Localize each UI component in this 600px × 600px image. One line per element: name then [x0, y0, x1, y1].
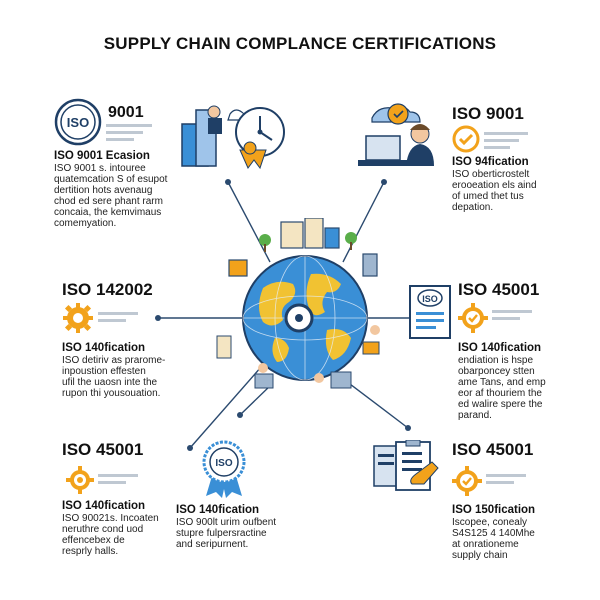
cert-subheading: ISO 140fication	[62, 500, 146, 512]
iso-badge-icon: ISO	[202, 440, 246, 498]
gear-icon	[66, 466, 94, 494]
cert-subheading: ISO 140fication	[176, 504, 260, 516]
cert-block-top-left: 9001 ISO 9001 Ecasion ISO 9001 s. intour…	[54, 104, 167, 229]
cert-heading: ISO 142002	[62, 280, 153, 299]
cert-heading: 9001	[108, 104, 144, 121]
gear-icon	[63, 303, 93, 333]
cert-description: ISO 9001 s. intouree quatemcation S of e…	[54, 163, 168, 229]
iso-document-label: ISO	[422, 294, 438, 304]
iso-badge-label: ISO	[215, 458, 232, 469]
cert-heading: ISO 45001	[62, 440, 144, 459]
cert-subheading: ISO 9001 Ecasion	[54, 150, 150, 162]
text-lines-decoration	[492, 310, 532, 326]
cert-subheading: ISO 150fication	[452, 504, 536, 516]
cert-block-top-right: ISO 9001 ISO 94fication ISO oberticroste…	[452, 104, 537, 213]
cert-block-bottom-right: ISO 45001 ISO 150fication Iscopee, conea…	[452, 440, 535, 561]
cert-subheading: ISO 140fication	[62, 342, 146, 354]
page-title: SUPPLY CHAIN COMPLANCE CERTIFICATIONS	[103, 34, 497, 53]
cert-subheading: ISO 140fication	[458, 342, 542, 354]
checkmark-gear-icon	[452, 466, 482, 496]
city-skyline-icon	[228, 218, 378, 277]
globe-illustration	[216, 218, 380, 389]
cert-block-bottom-left: ISO 45001 ISO 140fication ISO 90021s. In…	[62, 440, 159, 557]
cert-block-middle-left: ISO 142002 ISO 140fication ISO detiriv a…	[62, 280, 165, 399]
iso-document-icon: ISO	[409, 285, 451, 339]
cert-heading: ISO 45001	[452, 440, 534, 459]
cert-heading: ISO 9001	[452, 104, 524, 123]
cert-description: ISO detiriv as prarome- inpoustion effes…	[62, 355, 166, 399]
cert-description: ISO 90021s. Incoaten neruthre cond uod e…	[62, 513, 159, 557]
cert-subheading: ISO 94fication	[452, 156, 529, 168]
office-clock-illustration	[181, 105, 285, 170]
clipboard-checklist-icon	[373, 440, 439, 491]
text-lines-decoration	[98, 474, 138, 488]
checkmark-gear-icon	[452, 125, 480, 153]
cert-description: ISO 900lt urim oufbent stupre fulpersrac…	[176, 517, 277, 550]
cert-heading: ISO 45001	[458, 280, 540, 299]
text-lines-decoration	[484, 130, 528, 150]
checkmark-gear-icon	[458, 303, 488, 333]
cert-description: Iscopee, conealy S4S125 4 140Mhe at onra…	[452, 517, 535, 561]
cert-block-bottom-center: ISO 140fication ISO 900lt urim oufbent s…	[176, 500, 276, 550]
text-lines-decoration	[106, 120, 152, 142]
cert-description: endiation is hspe obarponcey stten ame T…	[458, 355, 546, 421]
iso-seal-label: ISO	[67, 115, 89, 130]
cert-block-middle-right: ISO 45001 ISO 140fication endiation is h…	[458, 280, 546, 421]
person-laptop-illustration	[358, 103, 434, 166]
cert-description: ISO oberticrostelt erooeation els aind o…	[452, 169, 537, 213]
iso-seal-icon: ISO	[54, 98, 102, 146]
text-lines-decoration	[98, 312, 138, 328]
text-lines-decoration	[486, 474, 526, 488]
